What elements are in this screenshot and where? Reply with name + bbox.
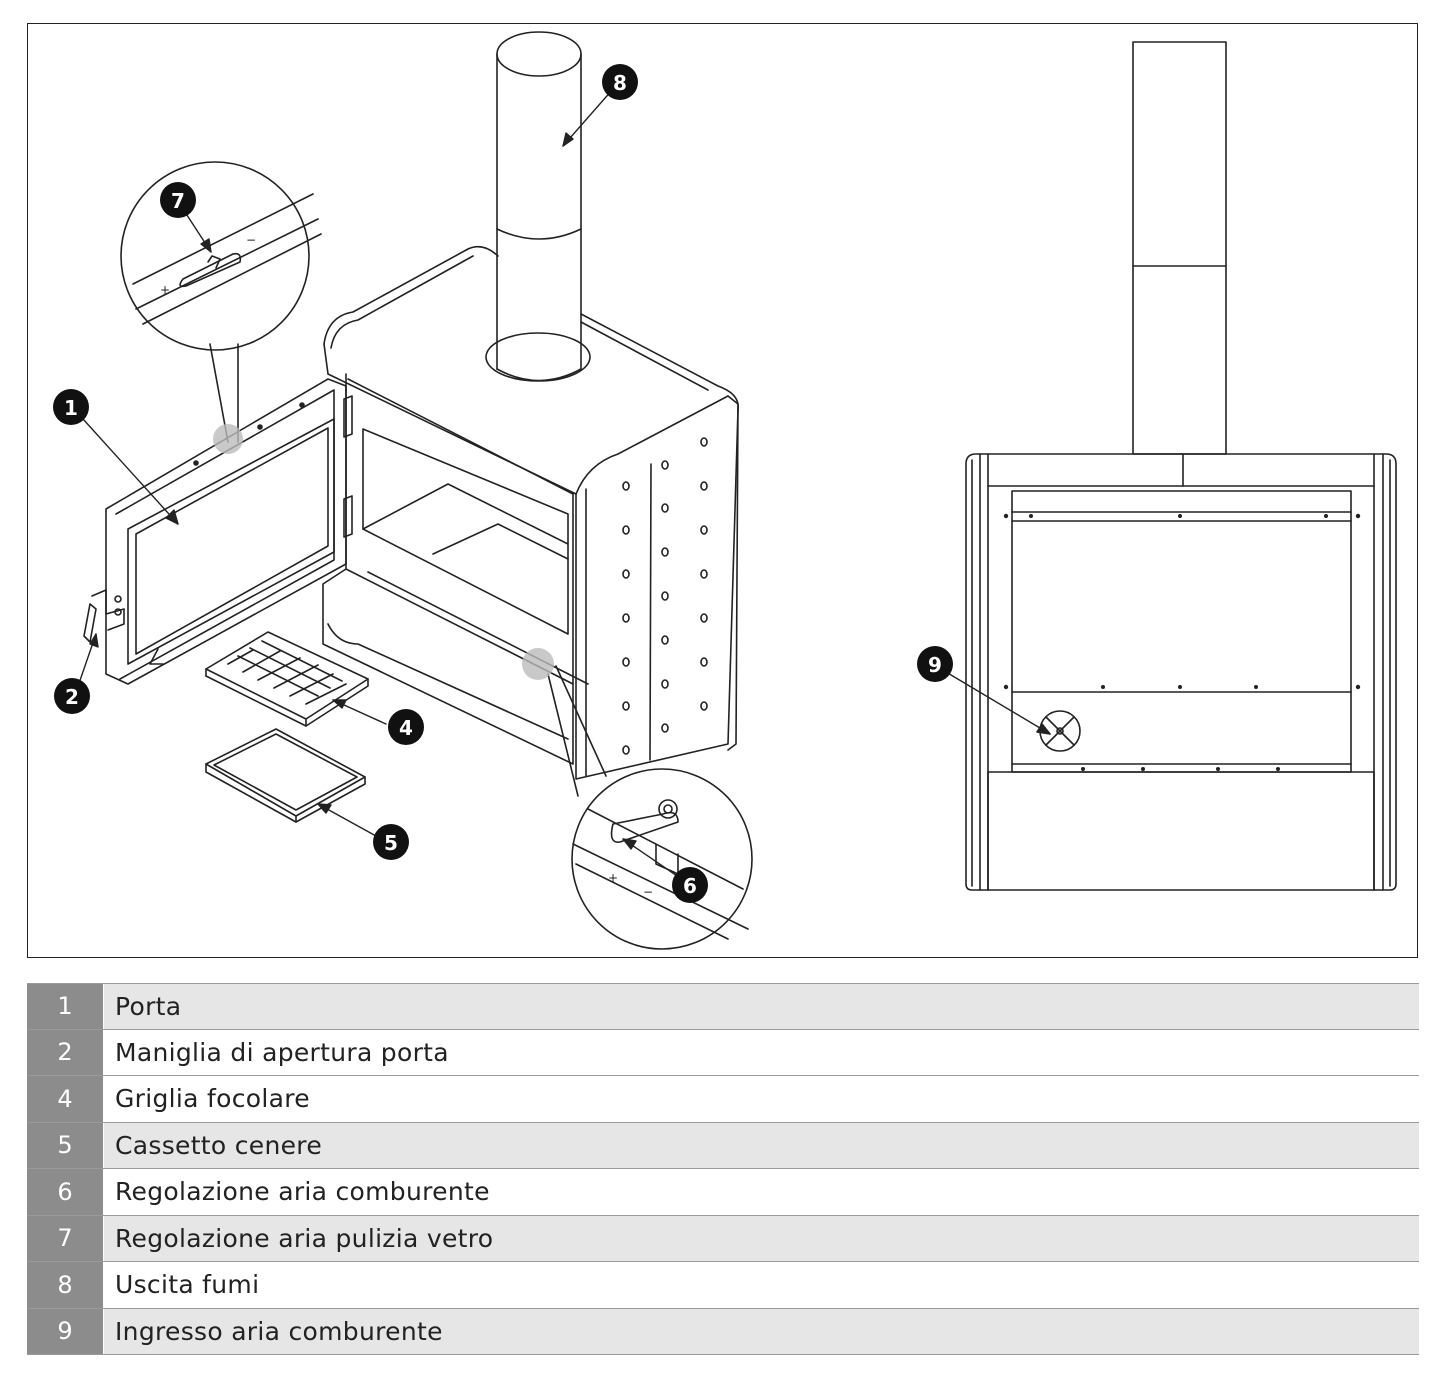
- legend-table: 1 Porta 2 Maniglia di apertura porta 4 G…: [27, 983, 1419, 1355]
- legend-number: 9: [27, 1308, 104, 1354]
- callout-4: 4: [388, 709, 424, 745]
- stove-side-panel: [575, 395, 739, 780]
- legend-label: Cassetto cenere: [104, 1122, 1419, 1168]
- legend-row: 7 Regolazione aria pulizia vetro: [27, 1215, 1419, 1262]
- ash-pan: [205, 728, 366, 823]
- legend-label: Uscita fumi: [115, 1270, 260, 1300]
- legend-number: 1: [27, 984, 104, 1029]
- callout-5: 5: [373, 824, 409, 860]
- callout-7: 7: [160, 182, 196, 218]
- callout-5-number: 5: [384, 831, 398, 855]
- legend-number: 6: [27, 1169, 104, 1215]
- legend-row: 4 Griglia focolare: [27, 1076, 1419, 1123]
- detail-circle-6: + −: [522, 648, 753, 950]
- legend-number: 7: [27, 1215, 104, 1261]
- callout-8: 8: [602, 64, 638, 100]
- callout-6: 6: [672, 867, 708, 903]
- legend-label: Porta: [104, 984, 1419, 1029]
- legend-row: 6 Regolazione aria comburente: [27, 1169, 1419, 1216]
- callout-8-number: 8: [613, 71, 627, 95]
- legend-number: 4: [27, 1076, 104, 1122]
- legend-label: Regolazione aria comburente: [115, 1177, 490, 1207]
- legend-row: 9 Ingresso aria comburente: [27, 1308, 1419, 1355]
- leader-arrows: [75, 88, 684, 881]
- legend-number: 2: [27, 1029, 104, 1075]
- stove-top: [323, 245, 739, 495]
- door-handle: [83, 589, 125, 643]
- minus-mark-7: −: [246, 233, 256, 247]
- callout-1-number: 1: [64, 396, 78, 420]
- legend-row: 8 Uscita fumi: [27, 1262, 1419, 1309]
- flue-pipe: [496, 31, 582, 382]
- stove-diagram: + − + −: [53, 31, 1397, 950]
- legend-label: Ingresso aria comburente: [104, 1308, 1419, 1354]
- diagram-frame: + − + −: [27, 23, 1418, 958]
- legend-row: 2 Maniglia di apertura porta: [27, 1029, 1419, 1076]
- firebox: [322, 373, 589, 765]
- callout-4-number: 4: [399, 716, 413, 740]
- callout-6-number: 6: [683, 874, 697, 898]
- legend-number: 8: [27, 1262, 104, 1308]
- detail-circle-7: + −: [120, 161, 322, 454]
- callout-2-number: 2: [65, 685, 79, 709]
- legend-label: Griglia focolare: [115, 1084, 310, 1114]
- legend-label: Maniglia di apertura porta: [115, 1037, 449, 1067]
- fire-grate: [205, 631, 369, 727]
- legend-label: Regolazione aria pulizia vetro: [104, 1215, 1419, 1261]
- callout-9: 9: [917, 646, 953, 682]
- callout-7-number: 7: [171, 189, 185, 213]
- callout-2: 2: [54, 678, 90, 714]
- legend-row: 5 Cassetto cenere: [27, 1122, 1419, 1169]
- stove-isometric: + − + −: [75, 31, 753, 950]
- legend-number: 5: [27, 1122, 104, 1168]
- plus-mark-7: +: [160, 283, 170, 297]
- callout-1: 1: [53, 389, 89, 425]
- callout-9-number: 9: [928, 653, 942, 677]
- stove-front-view: [945, 41, 1397, 891]
- minus-mark-6: −: [643, 885, 653, 899]
- legend-row: 1 Porta: [27, 983, 1419, 1030]
- plus-mark-6: +: [608, 871, 618, 885]
